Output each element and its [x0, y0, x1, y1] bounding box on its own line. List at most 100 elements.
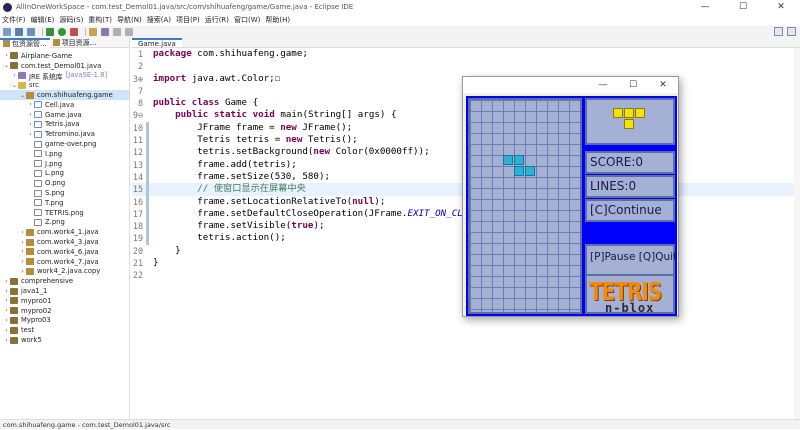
tree-item[interactable]: J.png — [0, 159, 129, 169]
tree-item[interactable]: ›test — [0, 325, 129, 335]
code-line[interactable]: 22 — [132, 269, 800, 281]
tree-item[interactable]: ⌄com.shihuafeng.game — [0, 90, 129, 100]
tree-twisty-icon[interactable]: › — [29, 130, 32, 138]
tree-twisty-icon[interactable]: › — [21, 238, 24, 246]
tab-project-explorer[interactable]: 项目资源... — [50, 38, 100, 48]
tetris-close-button[interactable]: ✕ — [659, 80, 667, 90]
tree-twisty-icon[interactable]: › — [5, 307, 8, 315]
tree-twisty-icon[interactable]: ⌄ — [3, 62, 10, 70]
tetris-canvas[interactable]: SCORE:0 LINES:0 [C]Continue [P]Pause [Q]… — [466, 96, 677, 316]
code-line[interactable]: 16 frame.setLocationRelativeTo(null); — [132, 195, 800, 208]
tree-item[interactable]: ›Cell.java — [0, 100, 129, 110]
menu-run[interactable]: 运行(R) — [204, 16, 230, 24]
tree-twisty-icon[interactable]: ⌄ — [19, 91, 26, 99]
debug-icon[interactable] — [46, 28, 54, 36]
tree-twisty-icon[interactable]: ⌄ — [11, 81, 18, 89]
tetris-minimize-button[interactable]: — — [598, 80, 608, 90]
menu-refactor[interactable]: 重构(T) — [88, 16, 113, 24]
menu-navigate[interactable]: 导航(N) — [117, 16, 142, 24]
maximize-button[interactable]: ☐ — [738, 2, 748, 12]
tree-item[interactable]: ›Tetromino.java — [0, 129, 129, 139]
menu-window[interactable]: 窗口(W) — [234, 16, 261, 24]
tetris-maximize-button[interactable]: ☐ — [628, 80, 638, 90]
menu-file[interactable]: 文件(F) — [2, 16, 26, 24]
tree-item[interactable]: ›com.work4_3.java — [0, 237, 129, 247]
tree-item[interactable]: ›com.work4_6.java — [0, 247, 129, 257]
tree-twisty-icon[interactable]: › — [21, 258, 24, 266]
tree-item[interactable]: O.png — [0, 178, 129, 188]
tree-twisty-icon[interactable]: › — [29, 111, 32, 119]
tree-item[interactable]: ›com.work4_7.java — [0, 257, 129, 267]
code-line[interactable]: 13 frame.add(tetris); — [132, 158, 800, 171]
prev-icon[interactable] — [113, 28, 121, 36]
tree-item[interactable]: ›JRE 系统库[JavaSE-1.8] — [0, 71, 129, 80]
tree-twisty-icon[interactable]: › — [5, 326, 8, 334]
code-line[interactable]: 7 — [132, 85, 800, 97]
tree-item[interactable]: T.png — [0, 198, 129, 208]
minimize-button[interactable]: — — [700, 2, 710, 12]
next-icon[interactable] — [125, 28, 133, 36]
code-line[interactable]: 19 tetris.action(); — [132, 232, 800, 245]
menu-search[interactable]: 搜索(A) — [146, 16, 172, 24]
tree-item[interactable]: ›Game.java — [0, 110, 129, 120]
code-line[interactable]: 20 } — [132, 245, 800, 257]
tab-package-explorer[interactable]: 包资源管... — [0, 37, 50, 48]
tree-twisty-icon[interactable]: › — [5, 52, 8, 60]
tree-twisty-icon[interactable]: › — [5, 277, 8, 285]
tree-item[interactable]: S.png — [0, 188, 129, 198]
editor-scrollbar[interactable] — [794, 48, 800, 419]
menu-source[interactable]: 源码(S) — [59, 16, 84, 24]
tree-item[interactable]: game-over.png — [0, 139, 129, 149]
perspective-debug-icon[interactable] — [787, 27, 796, 36]
tree-item[interactable]: ›comprehensive — [0, 276, 129, 286]
tree-item[interactable]: ›work5 — [0, 335, 129, 345]
tree-item[interactable]: ›Tetris.java — [0, 120, 129, 130]
tree-twisty-icon[interactable]: › — [29, 120, 32, 128]
tree-item[interactable]: ›Airplane-Game — [0, 51, 129, 61]
menu-edit[interactable]: 编辑(E) — [30, 16, 55, 24]
tree-twisty-icon[interactable]: › — [5, 287, 8, 295]
tab-game-java[interactable]: Game.java — [132, 38, 182, 48]
tree-twisty-icon[interactable]: › — [5, 297, 8, 305]
tree-item[interactable]: Z.png — [0, 218, 129, 228]
code-line[interactable]: 2 — [132, 60, 800, 72]
tree-twisty-icon[interactable]: › — [29, 101, 32, 109]
code-line[interactable]: 18 frame.setVisible(true); — [132, 220, 800, 233]
menu-project[interactable]: 项目(P) — [176, 16, 200, 24]
code-line[interactable]: 11 Tetris tetris = new Tetris(); — [132, 134, 800, 147]
tree-item[interactable]: ⌄src — [0, 80, 129, 90]
tree-item[interactable]: ›Mypro03 — [0, 316, 129, 326]
code-line[interactable]: 3⊕import java.awt.Color;☐ — [132, 73, 800, 85]
code-line[interactable]: 12 tetris.setBackground(new Color(0x0000… — [132, 146, 800, 159]
tree-item[interactable]: TETRIS.png — [0, 208, 129, 218]
new-icon[interactable] — [3, 28, 11, 36]
menu-help[interactable]: 帮助(H) — [265, 16, 291, 24]
tree-item[interactable]: ›java1_1 — [0, 286, 129, 296]
run-icon[interactable] — [58, 28, 66, 36]
tree-twisty-icon[interactable]: › — [21, 248, 24, 256]
code-line[interactable]: 9⊖ public static void main(String[] args… — [132, 109, 800, 121]
tree-item[interactable]: ›work4_2.java.copy — [0, 267, 129, 277]
save-all-icon[interactable] — [27, 28, 35, 36]
tree-twisty-icon[interactable]: › — [21, 267, 24, 275]
search-icon[interactable] — [101, 28, 109, 36]
perspective-java-icon[interactable] — [774, 27, 783, 36]
save-icon[interactable] — [15, 28, 23, 36]
open-type-icon[interactable] — [89, 28, 97, 36]
tree-item[interactable]: ›com.work4_1.java — [0, 227, 129, 237]
close-button[interactable]: ✕ — [777, 2, 785, 12]
code-line[interactable]: 10 JFrame frame = new JFrame(); — [132, 121, 800, 135]
tree-twisty-icon[interactable]: › — [5, 336, 8, 344]
tree-item[interactable]: ⌄com.test_Demol01.java — [0, 61, 129, 71]
code-line[interactable]: 21} — [132, 257, 800, 269]
tree-item[interactable]: L.png — [0, 169, 129, 179]
tree-item[interactable]: I.png — [0, 149, 129, 159]
tree-twisty-icon[interactable]: › — [21, 228, 24, 236]
tree-item[interactable]: ›mypro01 — [0, 296, 129, 306]
tree-twisty-icon[interactable]: › — [13, 71, 16, 79]
tree-item[interactable]: ›mypro02 — [0, 306, 129, 316]
tree-twisty-icon[interactable]: › — [5, 316, 8, 324]
stop-icon[interactable] — [70, 28, 78, 36]
